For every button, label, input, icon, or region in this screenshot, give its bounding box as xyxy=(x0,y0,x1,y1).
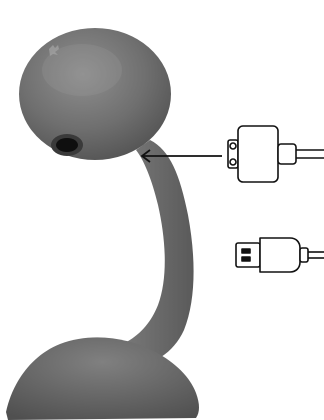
charging-port-inner xyxy=(56,138,78,152)
magnetic-charger-plug-icon xyxy=(228,126,324,182)
usb-plug-icon xyxy=(236,238,324,272)
